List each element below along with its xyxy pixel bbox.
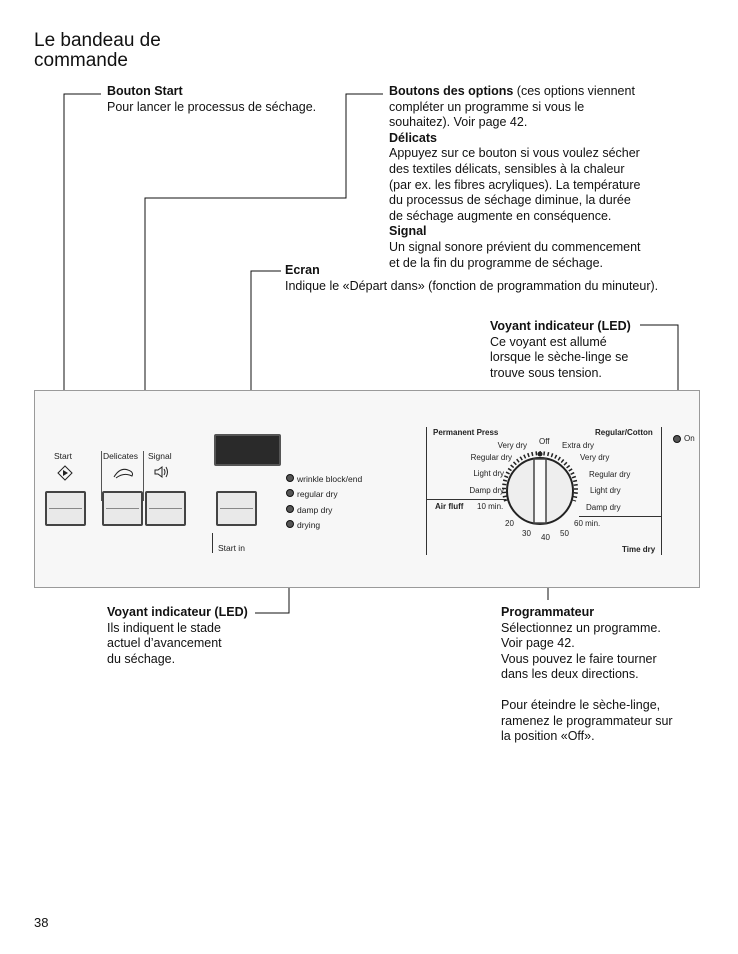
start-icon xyxy=(57,465,73,481)
start-label: Start xyxy=(54,451,72,461)
start-in-button[interactable] xyxy=(216,491,257,526)
led-drying xyxy=(286,520,294,528)
air-fluff-label: Air fluff xyxy=(435,502,464,511)
divider xyxy=(661,427,662,555)
signal-label: Signal xyxy=(148,451,172,461)
divider xyxy=(101,451,102,501)
program-dial[interactable] xyxy=(500,449,580,529)
divider xyxy=(212,533,213,553)
time-label: 10 min. xyxy=(477,502,504,511)
dial-option: Light dry xyxy=(590,486,621,495)
dial-option: Damp dry xyxy=(469,486,504,495)
power-label: On xyxy=(684,434,695,443)
off-label: Off xyxy=(539,437,550,446)
dial-option: Very dry xyxy=(497,441,527,450)
permanent-press-label: Permanent Press xyxy=(433,428,499,437)
time-dry-label: Time dry xyxy=(622,545,656,554)
callout-status-leds: Voyant indicateur (LED) Ils indiquent le… xyxy=(107,605,248,666)
page-number: 38 xyxy=(34,915,49,930)
callout-programmer: Programmateur Sélectionnez un programme.… xyxy=(501,605,673,744)
divider xyxy=(426,427,427,555)
delicates-button[interactable] xyxy=(102,491,143,526)
dial-option: Extra dry xyxy=(562,441,595,450)
signal-button[interactable] xyxy=(145,491,186,526)
regular-cotton-label: Regular/Cotton xyxy=(595,428,653,437)
led-damp-dry xyxy=(286,505,294,513)
power-led xyxy=(673,435,681,443)
delicates-label: Delicates xyxy=(103,451,138,461)
delicates-icon xyxy=(113,468,133,479)
start-button[interactable] xyxy=(45,491,86,526)
time-label: 50 xyxy=(560,529,569,538)
time-label: 20 xyxy=(505,519,514,528)
control-panel: Start Delicates Signal Start in wrinkle … xyxy=(34,390,700,588)
time-label: 40 xyxy=(541,533,550,542)
led-label: regular dry xyxy=(297,489,338,499)
led-label: damp dry xyxy=(297,505,333,515)
led-label: wrinkle block/end xyxy=(297,474,363,484)
divider xyxy=(426,499,506,500)
callout-start: Bouton Start Pour lancer le processus de… xyxy=(107,84,317,114)
callout-power-led: Voyant indicateur (LED) Ce voyant est al… xyxy=(490,319,631,380)
dial-option: Damp dry xyxy=(586,503,621,512)
callout-options: Boutons des options (ces options viennen… xyxy=(389,84,641,270)
dial-option: Very dry xyxy=(580,453,610,462)
time-label: 30 xyxy=(522,529,531,538)
dial-option: Regular dry xyxy=(470,453,512,462)
start-in-label: Start in xyxy=(218,543,245,553)
page-title: Le bandeau de commande xyxy=(34,30,161,71)
timer-display xyxy=(214,434,281,466)
dial-option: Light dry xyxy=(473,469,504,478)
dial-option: Regular dry xyxy=(589,470,631,479)
callout-ecran: Ecran Indique le «Départ dans» (fonction… xyxy=(285,263,659,293)
divider xyxy=(143,451,144,501)
time-label: 60 min. xyxy=(574,519,601,528)
led-regular-dry xyxy=(286,489,294,497)
led-wrinkle-block xyxy=(286,474,294,482)
speaker-icon xyxy=(154,466,168,478)
divider xyxy=(579,516,661,517)
led-label: drying xyxy=(297,520,321,530)
